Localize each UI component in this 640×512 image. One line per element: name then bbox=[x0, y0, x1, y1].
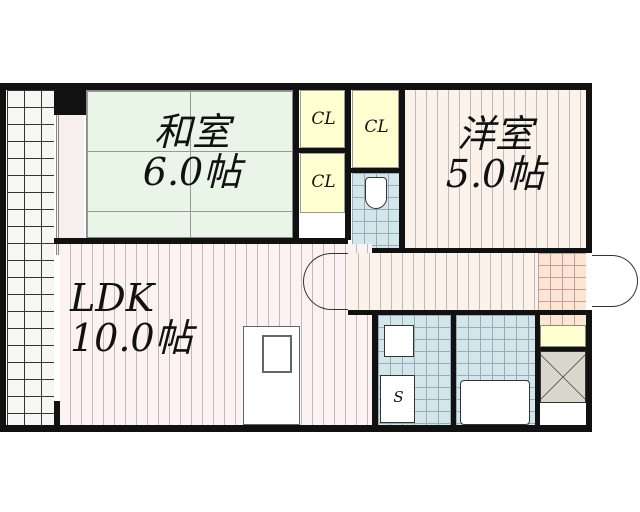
hallway bbox=[348, 253, 538, 310]
pipe-space bbox=[540, 351, 586, 403]
wall bbox=[399, 90, 405, 268]
ldk-label: LDK 10.0帖 bbox=[60, 276, 240, 360]
room-youshitsu: 洋室 5.0帖 bbox=[405, 90, 586, 248]
sink-icon bbox=[262, 335, 292, 373]
storage: S bbox=[380, 375, 415, 423]
toilet-icon bbox=[365, 177, 387, 209]
outer-wall-right-lower bbox=[586, 311, 592, 432]
window bbox=[56, 115, 84, 255]
entrance-door[interactable] bbox=[592, 255, 638, 307]
outer-wall-top bbox=[0, 83, 592, 90]
ldk-door[interactable] bbox=[303, 253, 348, 310]
balcony bbox=[7, 90, 54, 425]
wall bbox=[451, 315, 456, 425]
wall bbox=[372, 310, 378, 425]
washroom: S bbox=[378, 315, 451, 425]
shoe-shelf bbox=[540, 325, 586, 347]
pillar bbox=[54, 90, 86, 115]
closet-label: CL bbox=[311, 109, 336, 129]
ldk-name: LDK bbox=[70, 276, 155, 320]
outer-wall-left bbox=[0, 83, 6, 432]
room-ldk: LDK 10.0帖 bbox=[60, 244, 372, 425]
closet-label: CL bbox=[364, 117, 389, 137]
youshitsu-label: 洋室 5.0帖 bbox=[415, 112, 575, 196]
closet: CL bbox=[352, 90, 399, 168]
closet: CL bbox=[300, 90, 345, 148]
wall bbox=[535, 315, 540, 425]
wall bbox=[293, 90, 299, 240]
closet: CL bbox=[300, 153, 345, 213]
washitsu-name: 和室 bbox=[153, 110, 230, 154]
youshitsu-size: 5.0帖 bbox=[445, 151, 545, 196]
kitchen-counter bbox=[243, 326, 300, 425]
closet-label: CL bbox=[311, 172, 336, 192]
washitsu-size: 6.0帖 bbox=[142, 149, 242, 194]
outer-wall-right bbox=[586, 83, 592, 251]
bathtub-icon bbox=[460, 380, 530, 425]
washitsu-label: 和室 6.0帖 bbox=[107, 110, 277, 194]
floor-plan: 和室 6.0帖 CL CL CL 洋室 5.0帖 LDK 10.0帖 S bbox=[0, 83, 638, 433]
youshitsu-name: 洋室 bbox=[456, 112, 533, 156]
wall bbox=[348, 248, 592, 253]
storage-label: S bbox=[393, 388, 404, 406]
outer-wall-bottom bbox=[0, 425, 592, 432]
wall bbox=[345, 90, 351, 240]
bathroom bbox=[456, 315, 535, 425]
ldk-size: 10.0帖 bbox=[70, 315, 193, 360]
wall bbox=[299, 148, 349, 153]
wall bbox=[540, 347, 586, 351]
room-washitsu: 和室 6.0帖 bbox=[86, 90, 293, 238]
wall bbox=[348, 310, 592, 315]
wall bbox=[351, 168, 405, 173]
wall bbox=[54, 238, 348, 244]
washbasin-icon bbox=[384, 325, 414, 357]
